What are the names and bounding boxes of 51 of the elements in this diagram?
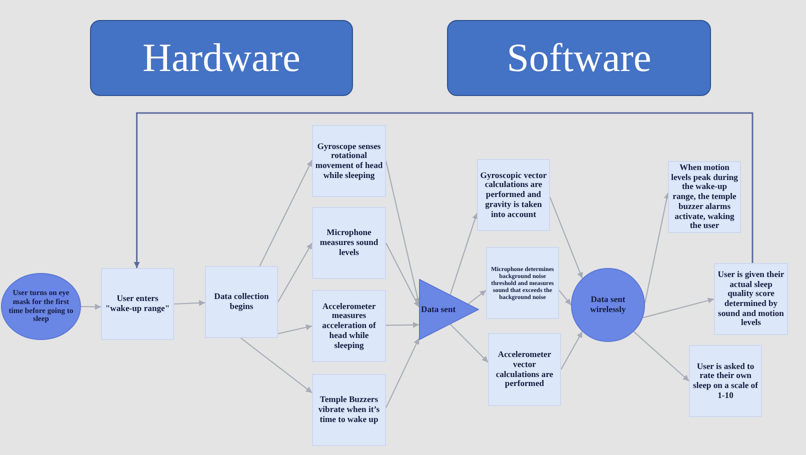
step-text: Data sent — [421, 304, 456, 314]
step-text: User is given their actual sleep quality score determined by sound and motion levels — [717, 270, 785, 328]
process-box — [312, 125, 386, 197]
arrow — [450, 212, 478, 296]
step-text: Accelerometer measures acceleration of head while sleeping — [321, 302, 377, 350]
process-box — [101, 268, 174, 340]
arrow — [386, 322, 419, 328]
arrow — [558, 290, 572, 306]
arrow — [174, 300, 206, 306]
step-text: When motion levels peak during the wake-up range, the temple buzzer alarms activate, waking the user — [671, 163, 738, 231]
step-text: Microphone measures sound levels — [318, 228, 380, 258]
arrow — [644, 192, 670, 304]
arrow — [385, 160, 421, 304]
section-header — [447, 20, 711, 96]
arrow — [468, 290, 486, 304]
process-box — [312, 290, 386, 362]
process-circle — [571, 268, 645, 342]
arrow — [549, 197, 583, 279]
step-text: User enters "wake-up range" — [104, 294, 171, 314]
arrow — [80, 304, 102, 310]
arrow — [560, 331, 583, 370]
process-box — [488, 333, 561, 406]
arrow — [259, 160, 312, 266]
section-header — [90, 20, 353, 96]
start-oval — [1, 273, 81, 340]
process-box — [312, 207, 386, 279]
arrow — [386, 242, 420, 308]
step-text: Accelerometer vector calculations are performed — [494, 350, 554, 389]
arrow — [278, 242, 312, 302]
process-box — [312, 374, 386, 446]
step-text: Gyroscope senses rotational movement of head while sleeping — [315, 142, 383, 180]
process-box — [689, 345, 762, 417]
process-box — [477, 159, 550, 231]
arrow — [642, 298, 714, 318]
section-title: Software — [506, 36, 652, 80]
step-text: User is asked to rate their own sleep on a scale of 1-10 — [692, 362, 759, 400]
arrow — [386, 338, 420, 408]
step-text: Data collection begins — [213, 292, 270, 312]
process-box — [714, 263, 788, 335]
section-title: Hardware — [142, 36, 300, 80]
arrow — [633, 331, 690, 382]
arrow — [134, 112, 754, 268]
arrow — [450, 324, 488, 363]
step-text: Temple Buzzers vibrate when it’s time to wake up — [317, 395, 381, 425]
step-text: Data sent wirelessly — [589, 295, 627, 315]
triangle-shape — [419, 279, 479, 340]
step-text: Gyroscopic vector calculations are performed and gravity is taken into account — [480, 170, 547, 220]
arrow — [278, 324, 312, 334]
arrow — [240, 338, 312, 394]
process-box — [205, 266, 278, 338]
process-box — [486, 247, 559, 319]
